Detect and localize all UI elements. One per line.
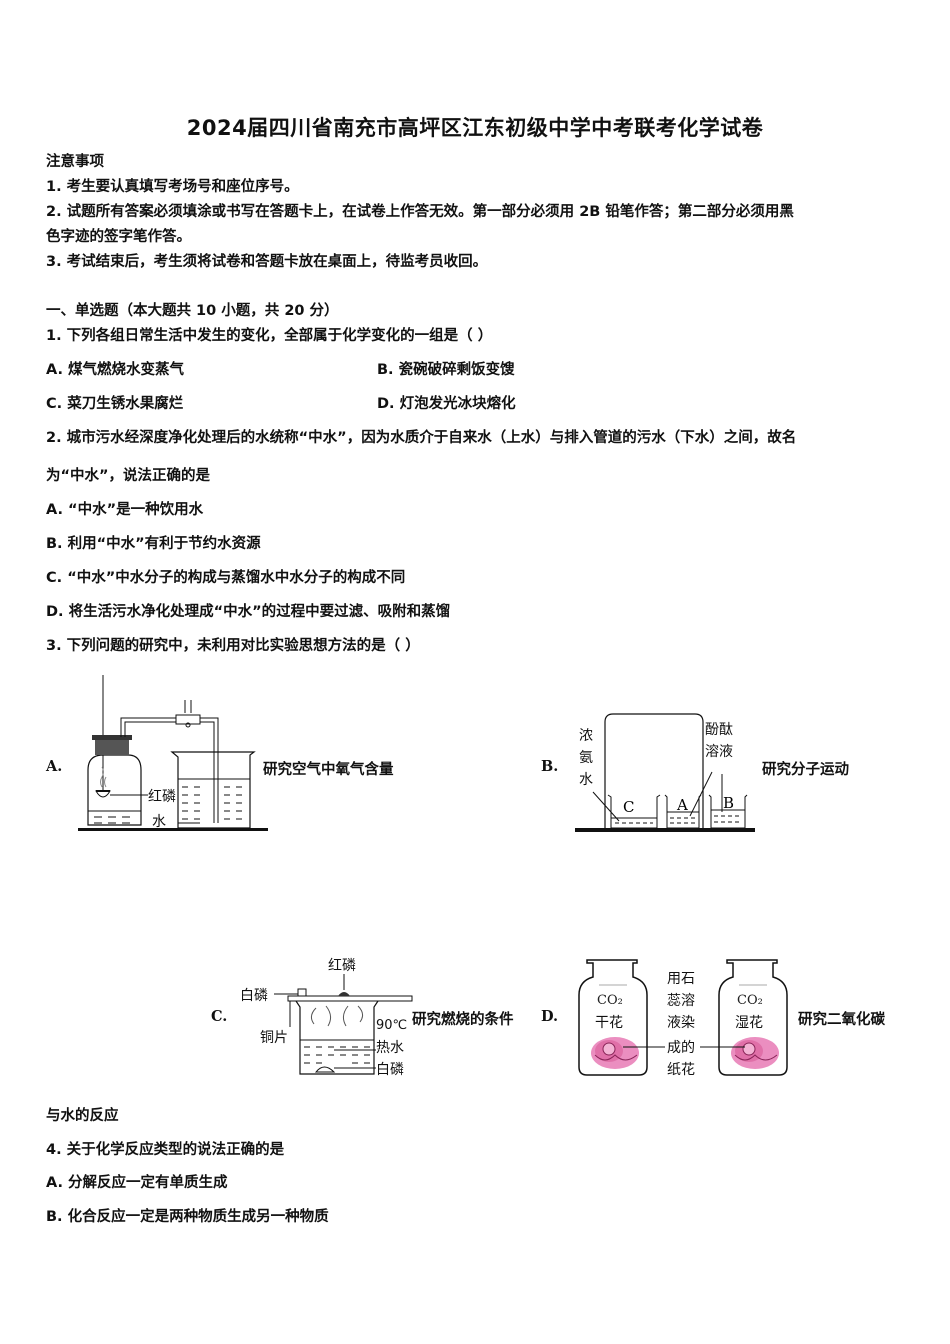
- svg-text:白磷: 白磷: [240, 988, 268, 1004]
- q3-fig-a-caption: 研究空气中氧气含量: [263, 762, 394, 778]
- svg-text:CO₂: CO₂: [737, 993, 763, 1008]
- q4-stem: 4. 关于化学反应类型的说法正确的是: [46, 1142, 285, 1158]
- notice-heading: 注意事项: [46, 154, 104, 170]
- q4-option-a: A. 分解反应一定有单质生成: [46, 1175, 228, 1191]
- q1-stem: 1. 下列各组日常生活中发生的变化，全部属于化学变化的一组是（ ）: [46, 328, 493, 344]
- svg-text:CO₂: CO₂: [597, 993, 623, 1008]
- svg-text:热水: 热水: [376, 1040, 404, 1056]
- q3-fig-b-apparatus: C A B 浓 氨 水 酚酞 溶液: [575, 713, 755, 832]
- svg-text:用石: 用石: [667, 971, 695, 987]
- notice-item-3: 3. 考试结束后，考生须将试卷和答题卡放在桌面上，待监考员收回。: [46, 254, 488, 270]
- notice-item-1: 1. 考生要认真填写考场号和座位序号。: [46, 179, 299, 195]
- q2-stem-line2: 为“中水”，说法正确的是: [46, 468, 211, 484]
- q3-fig-b-caption: 研究分子运动: [762, 762, 849, 778]
- svg-text:A: A: [676, 796, 688, 814]
- q2-option-c: C. “中水”中水分子的构成与蒸馏水中水分子的构成不同: [46, 570, 406, 586]
- svg-text:白磷: 白磷: [376, 1062, 404, 1078]
- svg-text:酚酞: 酚酞: [705, 722, 733, 738]
- svg-text:纸花: 纸花: [667, 1062, 695, 1078]
- q2-option-d: D. 将生活污水净化处理成“中水”的过程中要过滤、吸附和蒸馏: [46, 604, 451, 620]
- q3-fig-d-caption-cont: 与水的反应: [46, 1108, 119, 1124]
- q4-option-b: B. 化合反应一定是两种物质生成另一种物质: [46, 1209, 329, 1225]
- q3-fig-a-apparatus: 红磷 水: [78, 675, 268, 831]
- q2-stem-line1: 2. 城市污水经深度净化处理后的水统称“中水”，因为水质介于自来水（上水）与排入…: [46, 430, 797, 446]
- exam-title: 2024届四川省南充市高坪区江东初级中学中考联考化学试卷: [186, 116, 764, 140]
- svg-text:蕊溶: 蕊溶: [667, 993, 695, 1009]
- q3-fig-a-letter: A.: [46, 758, 63, 775]
- q1-option-d: D. 灯泡发光冰块熔化: [377, 396, 516, 412]
- q3-fig-d-apparatus: CO₂ 干花 CO₂ 湿花 用石 蕊溶 液染 成的 纸花: [578, 959, 788, 1078]
- svg-text:液染: 液染: [667, 1015, 695, 1031]
- svg-text:成的: 成的: [667, 1040, 695, 1056]
- notice-item-2: 2. 试题所有答案必须填涂或书写在答题卡上，在试卷上作答无效。第一部分必须用 2…: [46, 204, 794, 220]
- svg-text:水: 水: [579, 772, 593, 788]
- flower-icon: [591, 1037, 639, 1069]
- q3-fig-c-apparatus: 红磷 白磷 铜片 90℃ 热水 白磷: [240, 958, 413, 1078]
- svg-text:氨: 氨: [579, 750, 593, 766]
- q3-stem: 3. 下列问题的研究中，未利用对比实验思想方法的是（ ）: [46, 638, 420, 654]
- svg-text:干花: 干花: [595, 1015, 623, 1031]
- svg-text:铜片: 铜片: [260, 1030, 288, 1046]
- q3-fig-c-caption: 研究燃烧的条件: [412, 1012, 514, 1028]
- q1-option-a: A. 煤气燃烧水变蒸气: [46, 362, 185, 378]
- svg-text:水: 水: [152, 814, 166, 830]
- svg-text:溶液: 溶液: [705, 744, 733, 760]
- q1-option-b: B. 瓷碗破碎剩饭变馊: [377, 362, 515, 378]
- section-heading: 一、单选题（本大题共 10 小题，共 20 分）: [46, 303, 339, 319]
- q3-fig-d-letter: D.: [541, 1008, 559, 1025]
- q1-option-c: C. 菜刀生锈水果腐烂: [46, 396, 184, 412]
- q3-fig-b-letter: B.: [541, 758, 559, 775]
- svg-text:浓: 浓: [579, 728, 593, 744]
- svg-text:C: C: [623, 798, 634, 816]
- q2-option-a: A. “中水”是一种饮用水: [46, 502, 204, 518]
- svg-text:红磷: 红磷: [328, 958, 356, 974]
- notice-item-2-cont: 色字迹的签字笔作答。: [46, 229, 191, 245]
- q3-fig-d-caption: 研究二氧化碳: [798, 1012, 885, 1028]
- svg-text:90℃: 90℃: [376, 1018, 407, 1033]
- flower-icon: [731, 1037, 779, 1069]
- svg-text:B: B: [723, 794, 734, 812]
- q2-option-b: B. 利用“中水”有利于节约水资源: [46, 536, 261, 552]
- svg-text:红磷: 红磷: [148, 789, 176, 805]
- q3-fig-c-letter: C.: [211, 1008, 228, 1025]
- svg-text:湿花: 湿花: [735, 1015, 763, 1031]
